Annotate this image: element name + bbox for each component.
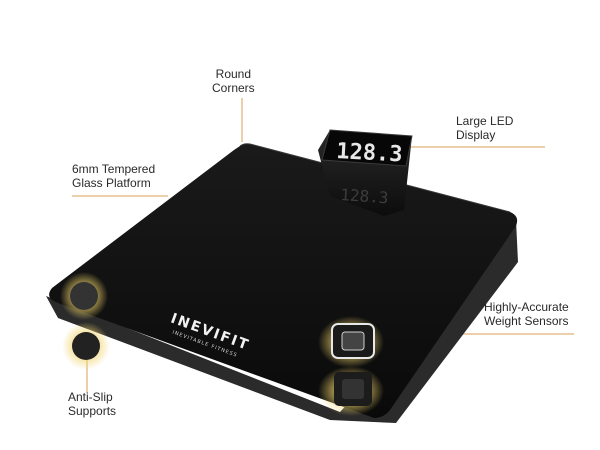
led-display-unit: 128.3 128.3 (318, 129, 413, 216)
callout-round-corners-line1: Round (215, 67, 252, 81)
callout-anti-slip-line2: Supports (68, 404, 117, 418)
support-foot-top (70, 282, 98, 310)
callout-glass-platform: 6mm Tempered Glass Platform (72, 162, 155, 190)
support-foot-bottom (72, 332, 100, 360)
callout-led-display-line2: Display (456, 128, 496, 142)
sensor-top-inner (341, 331, 365, 351)
weight-sensors (318, 316, 384, 416)
callout-led-display: Large LED Display (456, 114, 513, 142)
callout-anti-slip-line1: Anti-Slip (68, 390, 113, 404)
callout-weight-sensors-line2: Weight Sensors (484, 314, 569, 328)
sensor-bottom-inner (342, 379, 364, 399)
glass-platform (49, 143, 518, 418)
callout-round-corners-line2: Corners (212, 81, 255, 95)
callout-round-corners: Round Corners (212, 67, 255, 95)
glass-highlight (239, 143, 511, 213)
display-reflection: 128.3 (340, 185, 389, 207)
callout-glass-platform-line2: Glass Platform (72, 176, 151, 190)
callout-led-display-line1: Large LED (456, 114, 514, 128)
display-face (321, 129, 413, 167)
callout-weight-sensors: Highly-Accurate Weight Sensors (484, 300, 569, 328)
display-reading: 128.3 (336, 139, 403, 167)
callout-weight-sensors-line1: Highly-Accurate (484, 300, 569, 314)
callout-glass-platform-line1: 6mm Tempered (72, 162, 156, 176)
callout-anti-slip: Anti-Slip Supports (68, 390, 116, 418)
anti-slip-supports (60, 272, 110, 370)
